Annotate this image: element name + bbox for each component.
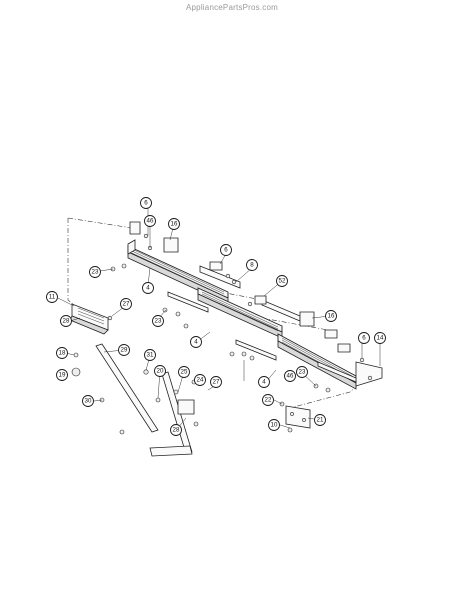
callout-23: 23 <box>152 315 164 327</box>
callout-24: 24 <box>194 374 206 386</box>
svg-text:29: 29 <box>121 347 128 354</box>
svg-text:27: 27 <box>123 301 130 308</box>
svg-text:11: 11 <box>49 294 56 301</box>
watermark-text: AppliancePartsPros.com <box>186 3 278 12</box>
callout-14: 14 <box>374 332 386 344</box>
svg-text:22: 22 <box>265 397 272 404</box>
svg-text:10: 10 <box>271 422 278 429</box>
svg-text:25: 25 <box>181 369 188 376</box>
callout-19: 19 <box>56 369 68 381</box>
callout-29: 29 <box>118 344 130 356</box>
svg-text:52: 52 <box>279 278 286 285</box>
svg-text:27: 27 <box>213 379 220 386</box>
callout-27: 27 <box>210 376 222 388</box>
svg-text:31: 31 <box>147 352 154 359</box>
svg-text:20: 20 <box>157 368 164 375</box>
callout-4: 4 <box>258 376 270 388</box>
svg-text:28: 28 <box>63 318 70 325</box>
callout-23: 23 <box>89 266 101 278</box>
callout-25: 25 <box>178 366 190 378</box>
callout-28: 28 <box>170 424 182 436</box>
svg-text:46: 46 <box>287 373 294 380</box>
svg-text:6: 6 <box>362 335 366 342</box>
svg-text:16: 16 <box>328 313 335 320</box>
svg-text:24: 24 <box>197 377 204 384</box>
callout-27: 27 <box>120 298 132 310</box>
hardware-screws <box>71 233 373 435</box>
svg-text:30: 30 <box>85 398 92 405</box>
end-bracket-left <box>69 303 109 335</box>
svg-text:4: 4 <box>262 379 266 386</box>
callout-8: 8 <box>246 259 258 271</box>
callout-23: 23 <box>296 366 308 378</box>
callout-4: 4 <box>190 336 202 348</box>
callout-22: 22 <box>262 394 274 406</box>
svg-text:4: 4 <box>146 285 150 292</box>
callout-6: 6 <box>358 332 370 344</box>
door-bracket <box>177 399 311 429</box>
callout-18: 18 <box>56 347 68 359</box>
callout-16: 16 <box>325 310 337 322</box>
callout-11: 11 <box>46 291 58 303</box>
svg-text:23: 23 <box>155 318 162 325</box>
svg-text:18: 18 <box>59 350 66 357</box>
callout-46: 46 <box>144 215 156 227</box>
svg-text:6: 6 <box>144 200 148 207</box>
svg-text:28: 28 <box>173 427 180 434</box>
svg-text:19: 19 <box>59 372 66 379</box>
svg-text:4: 4 <box>194 339 198 346</box>
callout-21: 21 <box>314 414 326 426</box>
svg-text:14: 14 <box>377 335 384 342</box>
svg-text:8: 8 <box>250 262 254 269</box>
svg-text:21: 21 <box>317 417 324 424</box>
svg-text:46: 46 <box>147 218 154 225</box>
splice-brackets <box>167 265 357 383</box>
callout-28: 28 <box>60 315 72 327</box>
svg-text:23: 23 <box>92 269 99 276</box>
callout-6: 6 <box>220 244 232 256</box>
callout-16: 16 <box>168 218 180 230</box>
svg-text:6: 6 <box>224 247 228 254</box>
callout-52: 52 <box>276 275 288 287</box>
callout-20: 20 <box>154 365 166 377</box>
svg-text:16: 16 <box>171 221 178 228</box>
svg-text:23: 23 <box>299 369 306 376</box>
carriage-parts <box>129 221 351 353</box>
callout-31: 31 <box>144 349 156 361</box>
callout-6: 6 <box>140 197 152 209</box>
callout-46: 46 <box>284 370 296 382</box>
callout-30: 30 <box>82 395 94 407</box>
callout-4: 4 <box>142 282 154 294</box>
callout-10: 10 <box>268 419 280 431</box>
